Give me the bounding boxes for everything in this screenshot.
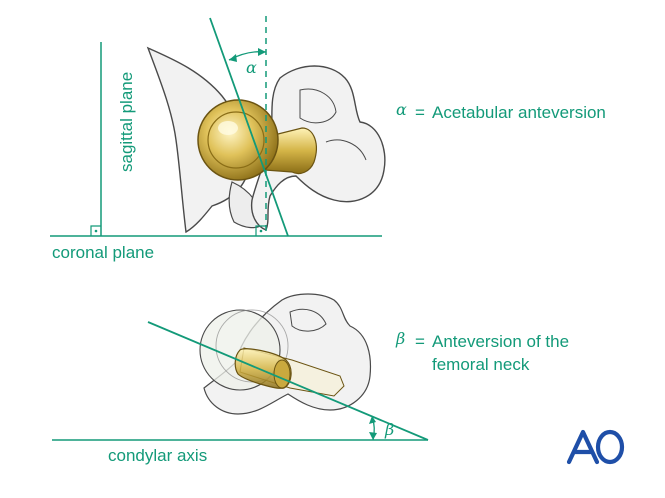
angle-lines-top — [50, 16, 382, 237]
femoral-neck-axis-line — [147, 321, 429, 441]
acetabular-cup-implant — [197, 99, 317, 181]
legend-beta-equals: = — [415, 332, 425, 351]
alpha-angle-label: α — [246, 58, 257, 77]
legend-alpha-equals: = — [415, 103, 425, 122]
sagittal-plane-label: sagittal plane — [117, 71, 136, 172]
ao-logo-letter-o — [595, 429, 625, 465]
right-angle-marker-2 — [255, 225, 266, 236]
acetabular-axis-line — [209, 17, 289, 237]
legend-beta-symbol: β — [396, 329, 406, 348]
femoral-neck-implant — [234, 347, 345, 397]
condylar-axis-label: condylar axis — [108, 446, 208, 465]
legend-alpha-symbol: α — [396, 100, 407, 119]
angle-lines-bottom — [52, 321, 429, 441]
legend-beta-line1: Anteversion of the — [432, 332, 570, 351]
ao-logo — [566, 429, 625, 465]
ao-logo-letter-a — [566, 429, 600, 465]
legend-alpha-text: Acetabular anteversion — [432, 103, 606, 122]
legend-beta-line2: femoral neck — [432, 355, 530, 374]
femur-bone-top — [250, 65, 386, 231]
right-angle-marker-1 — [90, 225, 101, 236]
coronal-plane-label: coronal plane — [52, 243, 155, 262]
beta-angle-label: β — [385, 420, 395, 439]
